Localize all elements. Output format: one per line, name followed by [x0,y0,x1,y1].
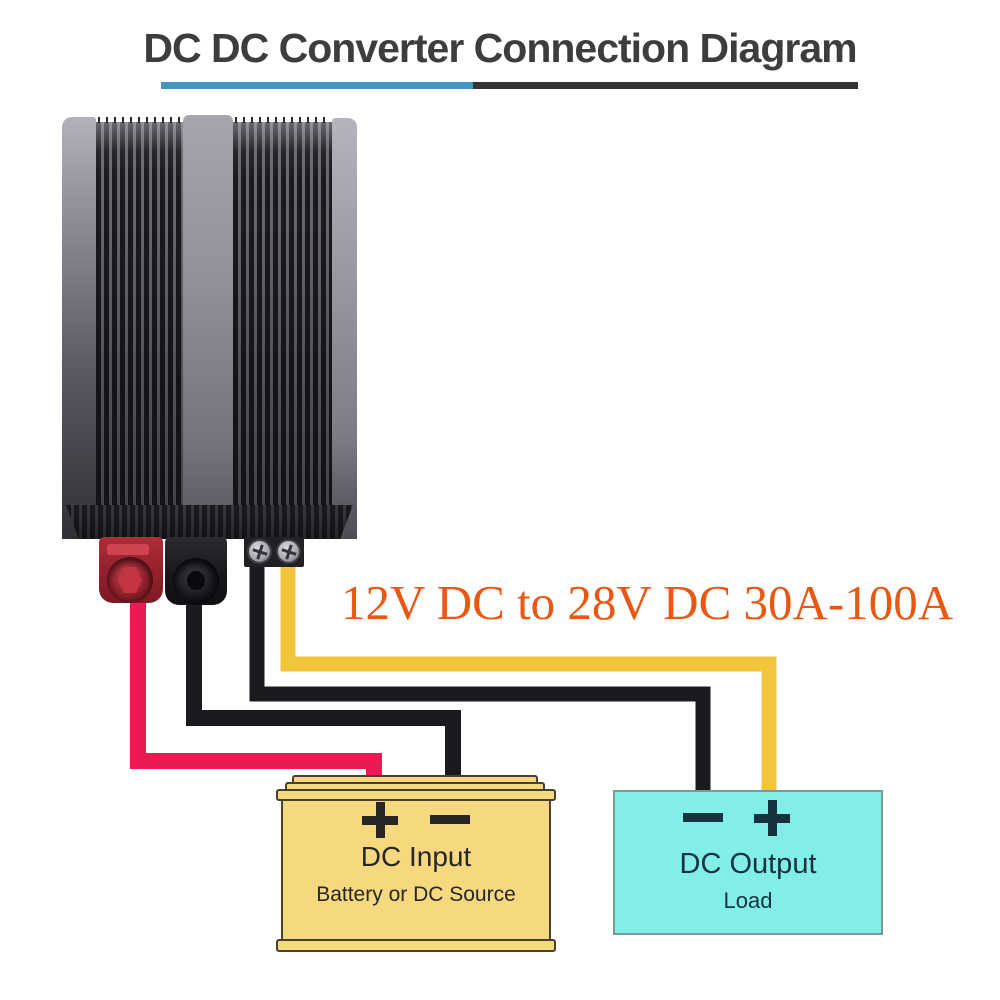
heatsink-fins-right [233,117,332,539]
heatsink-center-band [183,115,233,539]
battery-bottom-lip [276,939,556,952]
heatsink-right-edge [332,118,357,539]
underline-dark-segment [473,82,858,89]
heatsink-left-edge [62,117,96,539]
dc-output-load-box: DC Output Load [613,790,883,935]
plus-symbol [754,800,790,836]
wire-black-output-negative [249,550,711,796]
input-negative-connector [165,537,227,605]
connector-highlight [107,544,149,555]
terminal-screw-icon [276,539,301,564]
minus-symbol [430,815,470,824]
dc-input-title: DC Input [360,841,472,872]
connector-socket [107,557,153,603]
hex-bolt-icon [118,567,142,593]
spec-annotation: 12V DC to 28V DC 30A-100A [341,575,954,630]
heatsink-base [66,505,353,539]
dc-input-subtitle: Battery or DC Source [316,883,516,906]
input-positive-connector [99,537,163,603]
socket-hole [187,571,205,590]
diagram-title: DC DC Converter Connection Diagram [143,25,857,71]
battery-top-lip [276,789,556,801]
wire-red-input-positive [130,594,382,788]
underline-blue-segment [161,82,473,89]
minus-symbol [683,813,723,822]
output-terminal-block [244,537,304,567]
dc-output-title: DC Output [679,848,817,880]
dc-input-battery: DC Input Battery or DC Source [276,775,556,952]
heatsink-fins-left [96,117,183,539]
wire-yellow-output-positive [280,550,777,796]
wire-black-input-negative [186,594,461,788]
dc-converter-device [62,115,357,539]
title-underline [161,82,858,89]
plus-symbol [362,802,398,838]
dc-output-subtitle: Load [723,888,773,913]
connector-socket [173,558,219,604]
terminal-screw-icon [247,539,272,564]
